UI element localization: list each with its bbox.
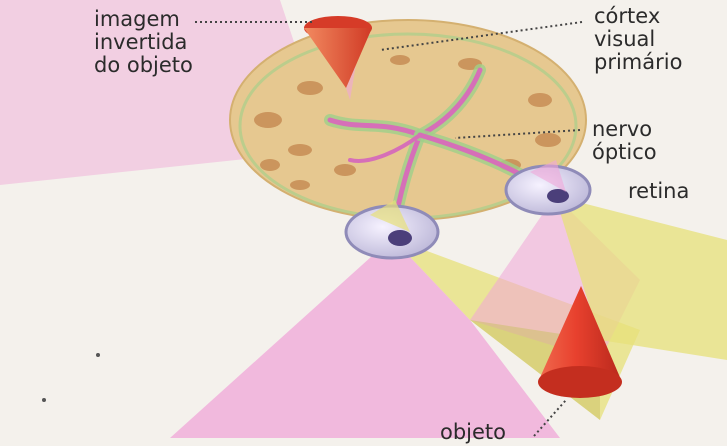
object-label: objeto xyxy=(440,421,506,444)
inverted-image-label: imagem invertida do objeto xyxy=(94,8,193,77)
visual-cortex-label: córtex visual primário xyxy=(594,5,682,74)
optic-nerve-label: nervo óptico xyxy=(592,118,657,164)
retina-label: retina xyxy=(628,180,689,203)
